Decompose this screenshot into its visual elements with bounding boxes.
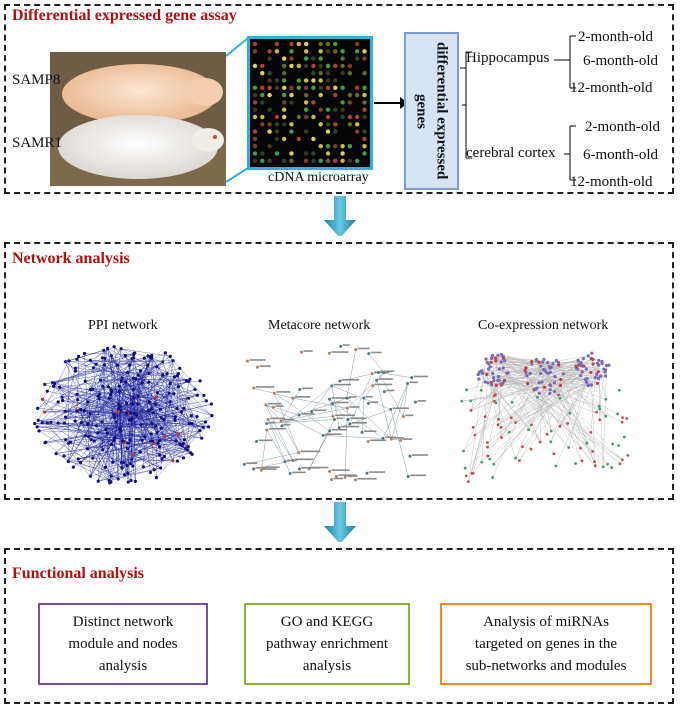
zoom-lines [225,37,249,183]
region-bracket [460,35,576,181]
ppi-network-image [28,336,218,488]
metacore-network-image [232,338,430,488]
metacore-network-label: Metacore network [268,318,371,333]
cortex-age-3: 12-month-old [570,174,653,190]
ppi-network-label: PPI network [88,318,158,333]
hippocampus-age-1: 2-month-old [578,29,653,45]
microarray-image [247,36,373,170]
mirna-analysis-text: Analysis of miRNAs targeted on genes in … [465,614,627,674]
differential-genes-label: differential expressed genes [413,42,450,180]
coexpression-network-label: Co-expression network [478,318,609,333]
network-analysis-title: Network analysis [12,250,130,267]
gene-assay-panel [4,4,674,194]
mirna-analysis-box: Analysis of miRNAs targeted on genes in … [440,603,652,685]
go-kegg-box: GO and KEGG pathway enrichment analysis [244,603,410,685]
go-kegg-text: GO and KEGG pathway enrichment analysis [265,614,389,674]
samp8-label: SAMP8 [12,72,61,88]
hippocampus-age-3: 12-month-old [570,80,653,96]
cortex-age-1: 2-month-old [585,119,660,135]
functional-analysis-panel [4,548,674,704]
cortex-age-2: 6-month-old [583,147,658,163]
network-module-box: Distinct network module and nodes analys… [38,603,208,685]
coexpression-network-image [452,338,634,488]
network-analysis-panel [4,242,674,500]
down-arrow-icon [324,502,356,542]
gene-assay-title: Differential expressed gene assay [12,7,237,24]
hippocampus-label: Hippocampus [466,50,550,66]
down-arrow-icon [324,196,356,236]
samr1-label: SAMR1 [12,135,63,151]
functional-analysis-title: Functional analysis [12,565,145,582]
mice-photo [50,52,226,186]
cerebral-cortex-label: cerebral cortex [466,145,556,161]
differential-genes-box: differential expressed genes [404,32,459,190]
hippocampus-age-2: 6-month-old [583,53,658,69]
right-arrow-icon [374,97,408,109]
network-module-text: Distinct network module and nodes analys… [68,614,178,674]
microarray-caption: cDNA microarray [268,170,369,185]
